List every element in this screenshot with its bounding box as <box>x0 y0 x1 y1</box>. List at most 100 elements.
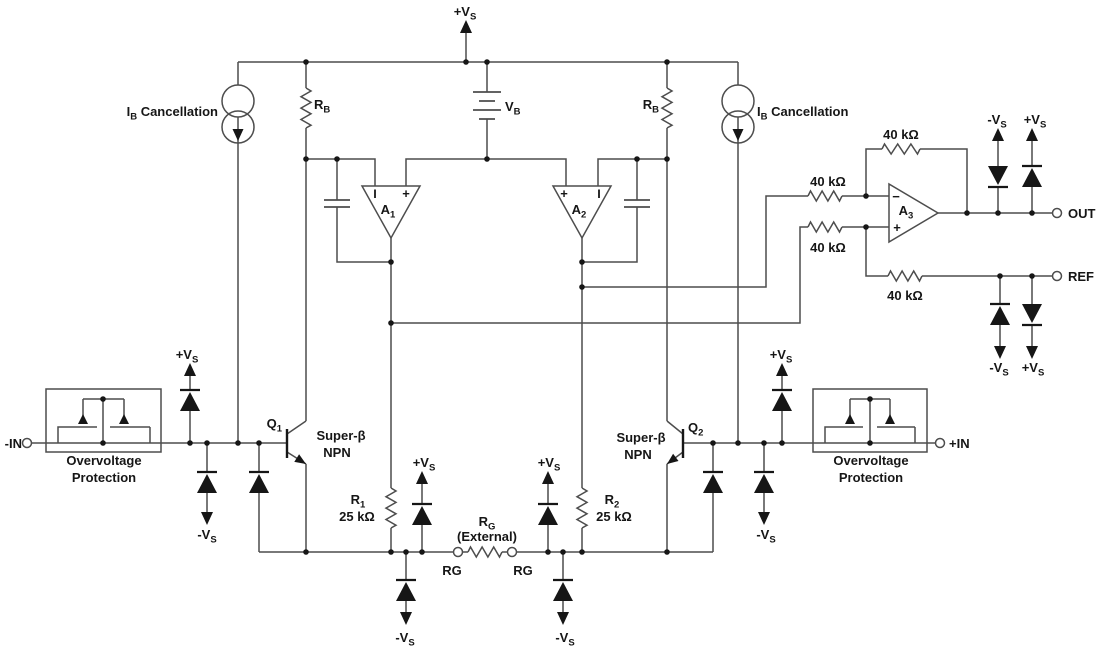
resistors <box>299 87 923 559</box>
arrow-up <box>1026 128 1038 141</box>
right-neg-supply-label: -VS <box>756 527 775 546</box>
fet-arrow <box>78 414 88 424</box>
rg-label: RG <box>479 514 496 533</box>
left-clamp-stems <box>189 376 208 512</box>
capacitor-a1 <box>324 199 350 208</box>
arrow-down <box>557 612 569 625</box>
ovp-right-label-line2: Protection <box>839 470 903 485</box>
a2-cap-net <box>582 159 638 263</box>
battery-vb <box>473 91 501 120</box>
r1-value: 25 kΩ <box>339 509 375 524</box>
vs-top-arrow <box>460 20 472 33</box>
diode-out-pos-clamp <box>1022 164 1042 187</box>
in-pos-terminal <box>934 437 946 449</box>
ib-cancellation-source-left <box>221 84 255 144</box>
diode-ref-neg-clamp <box>990 302 1010 325</box>
a2-plus-mark: + <box>560 186 568 201</box>
ref-terminal <box>1051 270 1063 282</box>
left-pos-supply-label: +VS <box>176 347 199 366</box>
br-pos-supply-label: +VS <box>538 455 561 474</box>
arrow-up <box>184 363 196 376</box>
bottom-left-clamp-stems <box>405 484 423 612</box>
diode-bl-neg-clamp <box>396 578 416 601</box>
diode-bl-pos-clamp <box>412 502 432 525</box>
arrow-up <box>416 471 428 484</box>
capacitor-a2 <box>624 199 650 208</box>
diodes <box>180 164 1042 601</box>
vs-top-label: +VS <box>454 4 477 23</box>
out-pos-supply-label: +VS <box>1024 112 1047 131</box>
opamp-a2 <box>551 185 613 240</box>
fet-arrow <box>845 414 855 424</box>
q1-type-line2: NPN <box>323 445 350 460</box>
transistor-q2 <box>667 429 685 464</box>
arrow-up <box>992 128 1004 141</box>
q1-collector-emitter <box>286 420 307 552</box>
a1-plus-mark: + <box>402 186 410 201</box>
junction-dots <box>100 59 1035 555</box>
q2-type-line2: NPN <box>624 447 651 462</box>
ovp-right-label-line1: Overvoltage <box>833 453 908 468</box>
ref-label: REF <box>1068 269 1094 284</box>
out-neg-supply-label: -VS <box>987 112 1006 131</box>
r2-value: 25 kΩ <box>596 509 632 524</box>
in-pos-label: +IN <box>949 436 970 451</box>
emitter-arrow <box>667 453 679 464</box>
ib-cancellation-left-label: IB Cancellation <box>127 104 218 123</box>
opamp-a1 <box>360 185 422 240</box>
fet-arrow <box>885 414 895 424</box>
resistor-40k-feedback <box>881 142 921 156</box>
opamp-a3 <box>888 182 940 244</box>
labels: +VS IB Cancellation IB Cancellation RB R… <box>5 4 1096 649</box>
resistor-40k-ref <box>887 269 923 283</box>
diode-q1-base <box>249 470 269 493</box>
ovp-left-label-line2: Protection <box>72 470 136 485</box>
rb-right-label: RB <box>643 97 659 116</box>
r1-label: R1 <box>351 492 366 511</box>
ref-neg-supply-label: -VS <box>989 360 1008 379</box>
current-arrow <box>232 129 244 141</box>
transistor-q1 <box>285 429 306 464</box>
bias-net <box>405 158 567 186</box>
rg-terminal-right <box>506 546 518 558</box>
diode-q2-base <box>703 470 723 493</box>
supply-arrows <box>184 20 1038 625</box>
current-arrow <box>732 129 744 141</box>
a3-minus-mark: − <box>892 189 900 204</box>
arrow-down <box>994 346 1006 359</box>
diode-out-neg-clamp <box>988 166 1008 189</box>
right-clamp-stems <box>763 376 783 512</box>
left-neg-supply-label: -VS <box>197 527 216 546</box>
resistor-rb-right <box>660 87 674 129</box>
r2-label: R2 <box>605 492 620 511</box>
right-pos-supply-label: +VS <box>770 347 793 366</box>
ref-pos-supply-label: +VS <box>1022 360 1045 379</box>
bl-pos-supply-label: +VS <box>413 455 436 474</box>
fet-arrow <box>119 414 129 424</box>
a2-label: A2 <box>572 202 587 221</box>
wires <box>32 33 1052 612</box>
q2-label: Q2 <box>688 420 703 439</box>
q1-type-line1: Super-β <box>316 428 365 443</box>
q2-type-line1: Super-β <box>616 430 665 445</box>
vb-label: VB <box>505 99 521 118</box>
terminals <box>21 207 1063 558</box>
overvoltage-protection-right <box>812 388 928 453</box>
q1-label: Q1 <box>267 416 283 435</box>
diode-ref-pos-clamp <box>1022 304 1042 327</box>
diode-br-pos-clamp <box>538 502 558 525</box>
bl-neg-supply-label: -VS <box>395 630 414 649</box>
a3-feedback <box>865 148 968 213</box>
resistor-rg-external <box>467 545 503 559</box>
arrow-down <box>758 512 770 525</box>
rg-pin-right-label: RG <box>513 563 533 578</box>
a3-plus-mark: + <box>893 220 901 235</box>
arrow-down <box>400 612 412 625</box>
in-neg-terminal <box>21 437 33 449</box>
rg-terminal-left <box>452 546 464 558</box>
resistor-r1 <box>384 487 398 529</box>
arrow-down <box>201 512 213 525</box>
r40k-minus-label: 40 kΩ <box>810 174 846 189</box>
emitter-arrow <box>294 454 306 464</box>
